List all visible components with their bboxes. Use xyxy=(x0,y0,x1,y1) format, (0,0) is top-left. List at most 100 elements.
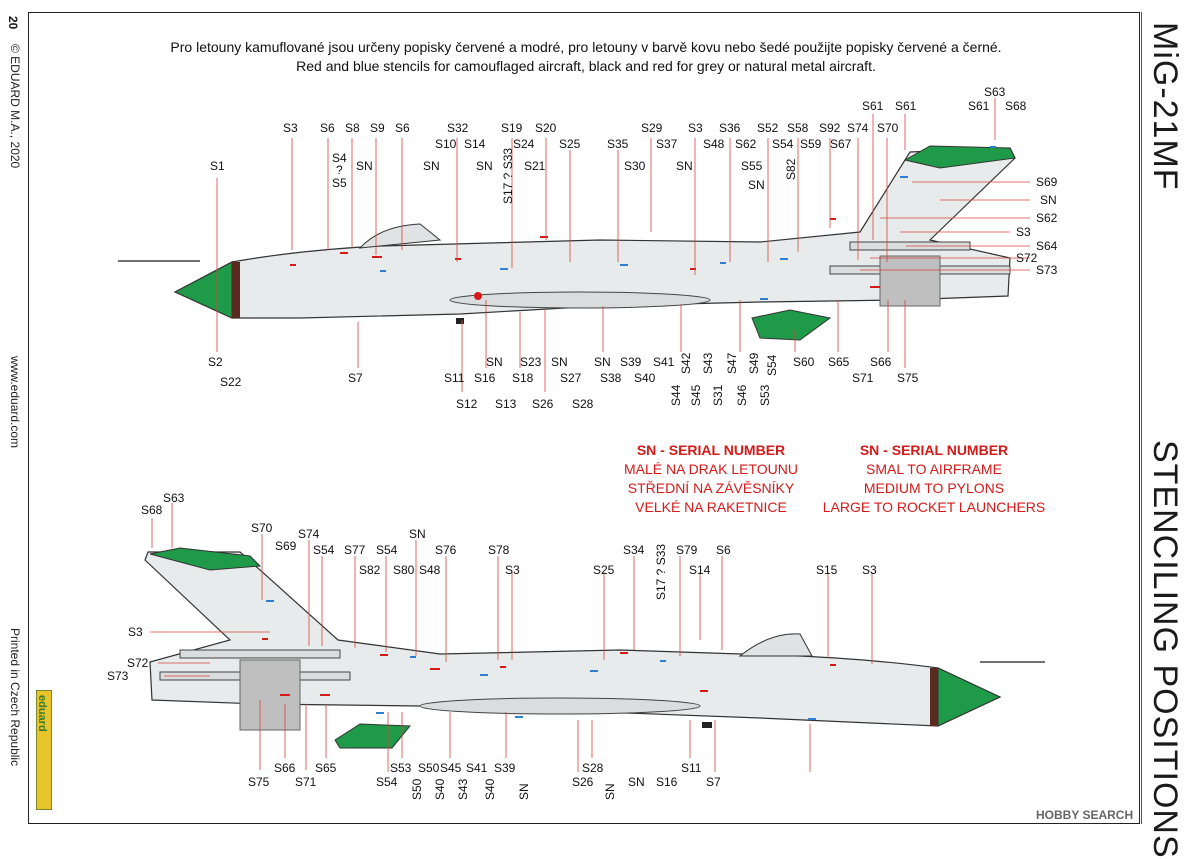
stencil-label: S3 xyxy=(128,625,143,639)
stencil-label: S44 xyxy=(669,384,683,406)
stencil-label: S70 xyxy=(251,521,273,535)
stencil-label: S50 xyxy=(410,778,424,800)
stencil-label: SN xyxy=(628,775,645,789)
stencil-label: S54 xyxy=(772,137,794,151)
legend-english-line: SMAL TO AIRFRAME xyxy=(866,461,1002,477)
stencil-label: S23 xyxy=(520,355,542,369)
stencil-label: S26 xyxy=(572,775,594,789)
stencil-label: S40 xyxy=(433,778,447,800)
stencil-label: S6 xyxy=(716,543,731,557)
stencil-label: S54 xyxy=(313,543,335,557)
stencil-label: S54 xyxy=(376,543,398,557)
missile-upper xyxy=(179,649,341,659)
nose-cone xyxy=(937,667,1002,727)
stencil-label: S2 xyxy=(208,355,223,369)
stencil-label: S69 xyxy=(1036,175,1058,189)
stencil-label: S5 xyxy=(332,176,347,190)
stencil-label: S74 xyxy=(847,121,869,135)
stencil-label: S52 xyxy=(757,121,779,135)
legend-czech-line: MALÉ NA DRAK LETOUNU xyxy=(623,461,798,477)
stencil-label: S28 xyxy=(572,397,594,411)
stencil-label: S61 xyxy=(862,99,884,113)
stencil-label: S54 xyxy=(376,775,398,789)
stencil-label: S82 xyxy=(359,563,381,577)
legend-english-line: MEDIUM TO PYLONS xyxy=(863,480,1005,496)
stencil-label: S11 xyxy=(444,371,465,385)
stencil-label: S59 xyxy=(800,137,822,151)
exhaust-panel xyxy=(879,255,941,307)
stencil-label: S41 xyxy=(653,355,675,369)
stencil-label: S40 xyxy=(483,778,497,800)
stencil-label: S24 xyxy=(513,137,535,151)
stencil-label: S7 xyxy=(706,775,721,789)
stencil-label: S1 xyxy=(210,159,225,173)
stencil-label: SN xyxy=(423,159,440,173)
stencil-label: S3 xyxy=(505,563,520,577)
stencil-label: S6 xyxy=(320,121,335,135)
stencil-label: S69 xyxy=(275,539,297,553)
stencil-label: SN xyxy=(476,159,493,173)
stencil-label: S18 xyxy=(512,371,534,385)
stencil-label: S19 xyxy=(501,121,523,135)
stencil-label: S21 xyxy=(524,159,546,173)
stencil-label: S68 xyxy=(1005,99,1027,113)
fin-tip xyxy=(903,145,1016,169)
stencil-label: S47 xyxy=(725,352,739,374)
stencil-label: S36 xyxy=(719,121,741,135)
stencil-label: S65 xyxy=(828,355,850,369)
ventral-fin xyxy=(751,309,832,341)
legend-czech: SN - SERIAL NUMBER MALÉ NA DRAK LETOUNU … xyxy=(596,441,826,517)
stencil-label: S48 xyxy=(419,563,441,577)
stencil-label: S72 xyxy=(1016,251,1038,265)
stencil-label: S3 xyxy=(1016,225,1031,239)
nose-ring xyxy=(232,262,240,318)
stencil-label: SN xyxy=(594,355,611,369)
stencil-label: S22 xyxy=(220,375,242,389)
stencil-label: S48 xyxy=(703,137,725,151)
intake-black xyxy=(456,318,464,324)
stencil-label: S92 xyxy=(819,121,841,135)
stencil-label: S20 xyxy=(535,121,557,135)
stencil-label: SN xyxy=(356,159,373,173)
stencil-label: S72 xyxy=(127,656,149,670)
instructions-english: Red and blue stencils for camouflaged ai… xyxy=(296,58,876,74)
stencil-label: S46 xyxy=(735,384,749,406)
legend-czech-header: SN - SERIAL NUMBER xyxy=(636,442,786,458)
stencil-label: S39 xyxy=(494,761,516,775)
aircraft-top-view xyxy=(118,145,1016,341)
stencil-label: S3 xyxy=(688,121,703,135)
stencil-label: S3 xyxy=(862,563,877,577)
stencil-label: S76 xyxy=(435,543,457,557)
stencil-label: S66 xyxy=(870,355,892,369)
stencil-label: S14 xyxy=(464,137,486,151)
stencil-label: S45 xyxy=(440,761,462,775)
exhaust-panel xyxy=(239,659,301,731)
legend-czech-line: VELKÉ NA RAKETNICE xyxy=(635,499,787,515)
intake-black xyxy=(702,722,712,728)
stencil-label: S53 xyxy=(390,761,412,775)
nose-ring xyxy=(930,668,938,726)
stencil-label: S39 xyxy=(620,355,642,369)
stencil-label: S64 xyxy=(1036,239,1058,253)
stencil-label: S11 xyxy=(681,761,702,775)
title-divider xyxy=(1141,12,1142,824)
stencil-label: SN xyxy=(551,355,568,369)
aircraft-drawings: S1 S3 S6 S8 S9 S6 S32 S19 S20 S29 S3 S36… xyxy=(107,85,1058,800)
nose-cone xyxy=(173,261,233,319)
stencil-label: S74 xyxy=(298,527,320,541)
stencil-label: S15 xyxy=(816,563,838,577)
stencil-label: S16 xyxy=(656,775,678,789)
stencil-label: S60 xyxy=(793,355,815,369)
stencil-label: S42 xyxy=(679,352,693,374)
stencil-label: S12 xyxy=(456,397,478,411)
stencil-label: SN xyxy=(409,527,426,541)
stencil-label: S26 xyxy=(532,397,554,411)
stencil-label: S49 xyxy=(747,352,761,374)
watermark: HOBBY SEARCH xyxy=(1036,808,1134,822)
stencil-label: S53 xyxy=(758,384,772,406)
stencil-label: S27 xyxy=(560,371,582,385)
stencil-label: S17 ? S33 xyxy=(654,544,668,600)
stencil-label: S67 xyxy=(830,137,852,151)
stencil-label: S80 xyxy=(393,563,415,577)
stencil-label: S66 xyxy=(274,761,296,775)
